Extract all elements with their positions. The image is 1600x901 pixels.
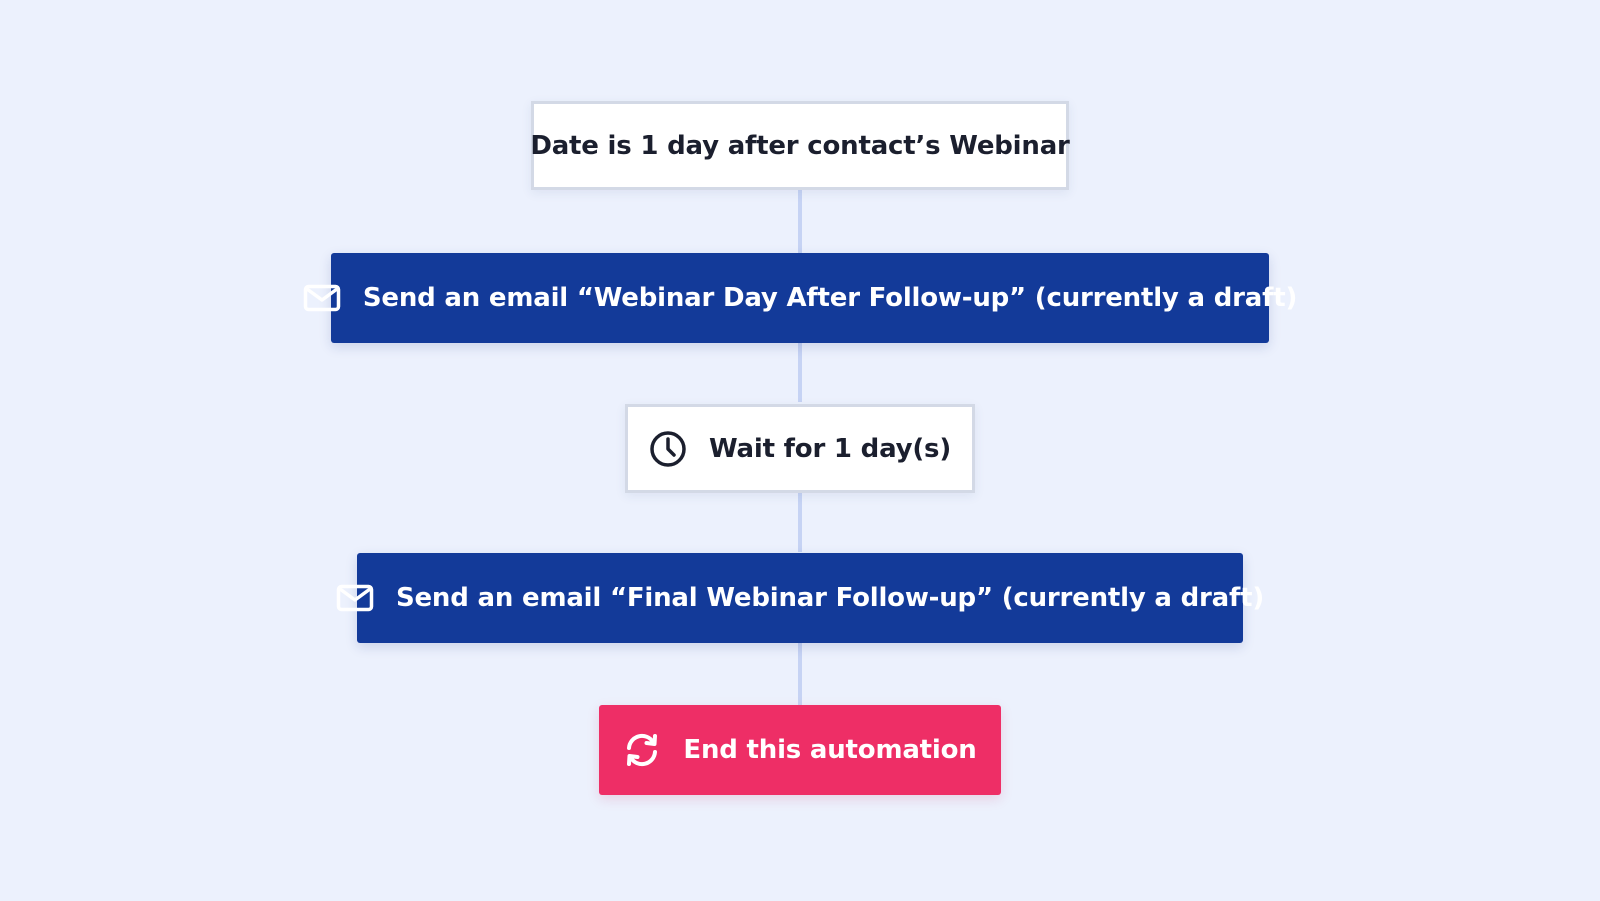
connector-line	[798, 188, 802, 253]
send-email-label-1: Send an email “Webinar Day After Follow-…	[362, 283, 1298, 313]
end-automation-label: End this automation	[683, 735, 977, 765]
trigger-label: Date is 1 day after contact’s Webinar	[530, 130, 1070, 161]
trigger-node[interactable]: Date is 1 day after contact’s Webinar	[530, 101, 1070, 190]
wait-label: Wait for 1 day(s)	[708, 433, 952, 464]
refresh-icon	[623, 733, 661, 767]
send-email-label-2: Send an email “Final Webinar Follow-up” …	[395, 583, 1265, 613]
connector-line	[798, 642, 802, 705]
send-email-node-2[interactable]: Send an email “Final Webinar Follow-up” …	[336, 553, 1264, 643]
end-automation-node[interactable]: End this automation	[599, 705, 1001, 795]
clock-icon	[649, 430, 687, 468]
send-email-node-1[interactable]: Send an email “Webinar Day After Follow-…	[303, 253, 1297, 343]
connector-line	[798, 342, 802, 402]
wait-node[interactable]: Wait for 1 day(s)	[625, 404, 975, 493]
connector-line	[798, 492, 802, 552]
envelope-icon	[336, 584, 374, 612]
envelope-icon	[303, 284, 341, 312]
